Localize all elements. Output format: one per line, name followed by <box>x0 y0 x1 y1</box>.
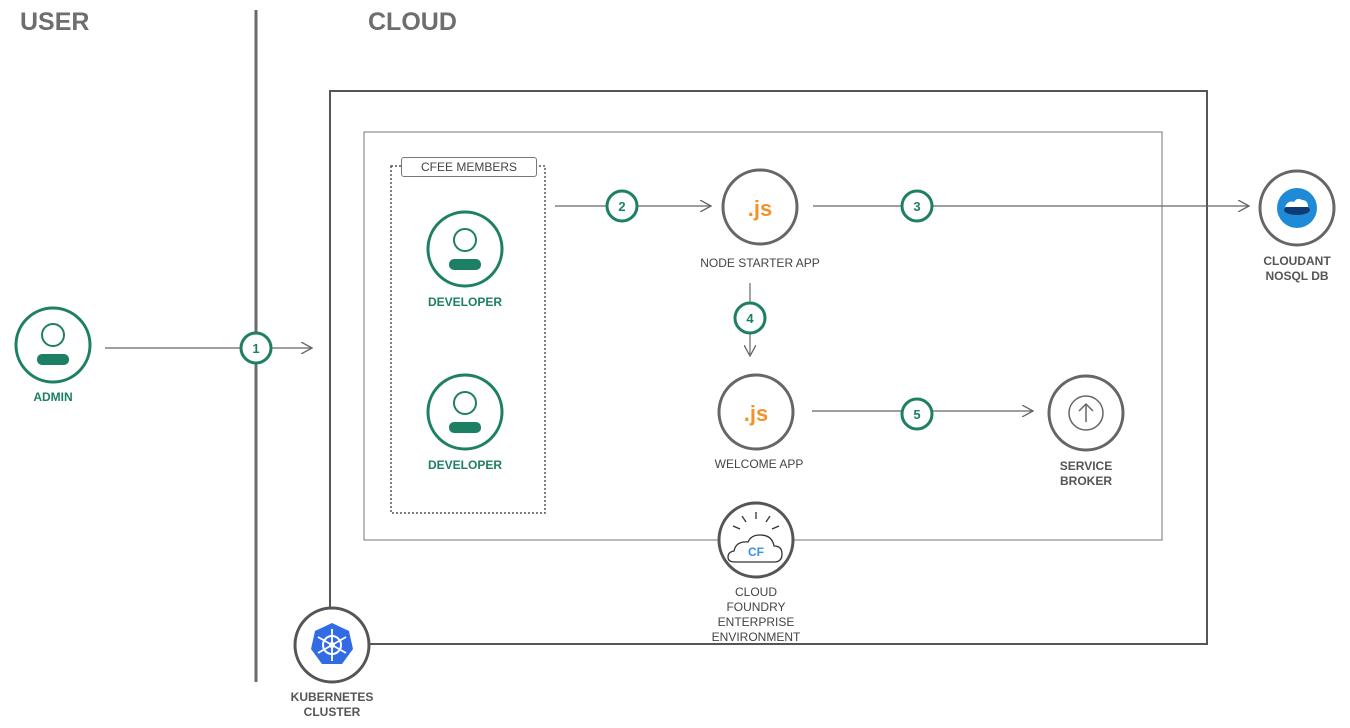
service-broker-label-line: SERVICE <box>1059 459 1113 473</box>
step-number: 1 <box>252 341 259 356</box>
step-badge: 1 <box>239 331 273 365</box>
developer-label: DEVELOPER <box>427 458 502 472</box>
step-badge: 4 <box>733 301 767 335</box>
step-badge: 5 <box>900 397 934 431</box>
cfee-members-label: CFEE MEMBERS <box>401 157 537 177</box>
node-starter-app-label: NODE STARTER APP <box>700 256 820 270</box>
step-badge: 2 <box>605 189 639 223</box>
step-number: 2 <box>618 199 625 214</box>
service-broker-label-line: BROKER <box>1059 474 1112 488</box>
kubernetes-label: KUBERNETES CLUSTER <box>272 690 392 720</box>
js-glyph: .js <box>744 401 768 426</box>
developer-icon <box>426 373 504 451</box>
step-number: 4 <box>746 311 754 326</box>
cloud-foundry-icon: CF <box>717 501 795 579</box>
kubernetes-label-line: KUBERNETES <box>290 690 374 704</box>
service-broker-icon <box>1047 374 1125 452</box>
cloud-outer-box <box>329 90 1208 645</box>
cloudant-label-line: CLOUDANT <box>1263 254 1331 268</box>
cloudant-label: CLOUDANT NOSQL DB <box>1237 254 1350 284</box>
kubernetes-label-line: CLUSTER <box>303 705 361 719</box>
user-section-title: USER <box>20 8 90 36</box>
js-glyph: .js <box>748 196 772 221</box>
cloudant-db-icon <box>1258 169 1336 247</box>
step-badge: 3 <box>900 189 934 223</box>
admin-user-icon <box>14 306 92 384</box>
developer-icon <box>426 210 504 288</box>
step-number: 3 <box>913 199 920 214</box>
developer-label: DEVELOPER <box>427 295 502 309</box>
step-number: 5 <box>913 407 920 422</box>
cf-glyph: CF <box>748 545 764 559</box>
cloudant-label-line: NOSQL DB <box>1265 269 1329 283</box>
admin-label: ADMIN <box>33 390 73 404</box>
kubernetes-icon <box>293 606 371 684</box>
cloud-section-title: CLOUD <box>368 8 457 36</box>
cf-environment-label-line: ENVIRONMENT <box>711 630 801 644</box>
service-broker-label: SERVICE BROKER <box>1026 459 1146 489</box>
welcome-app-label: WELCOME APP <box>714 457 804 471</box>
cf-environment-label-line: CLOUD <box>734 585 777 599</box>
cf-environment-label: CLOUD FOUNDRY ENTERPRISE ENVIRONMENT <box>686 585 826 645</box>
cf-environment-label-line: ENTERPRISE <box>717 615 795 629</box>
nodejs-app-icon: .js <box>717 373 795 451</box>
nodejs-app-icon: .js <box>721 168 799 246</box>
cf-environment-label-line: FOUNDRY <box>726 600 786 614</box>
